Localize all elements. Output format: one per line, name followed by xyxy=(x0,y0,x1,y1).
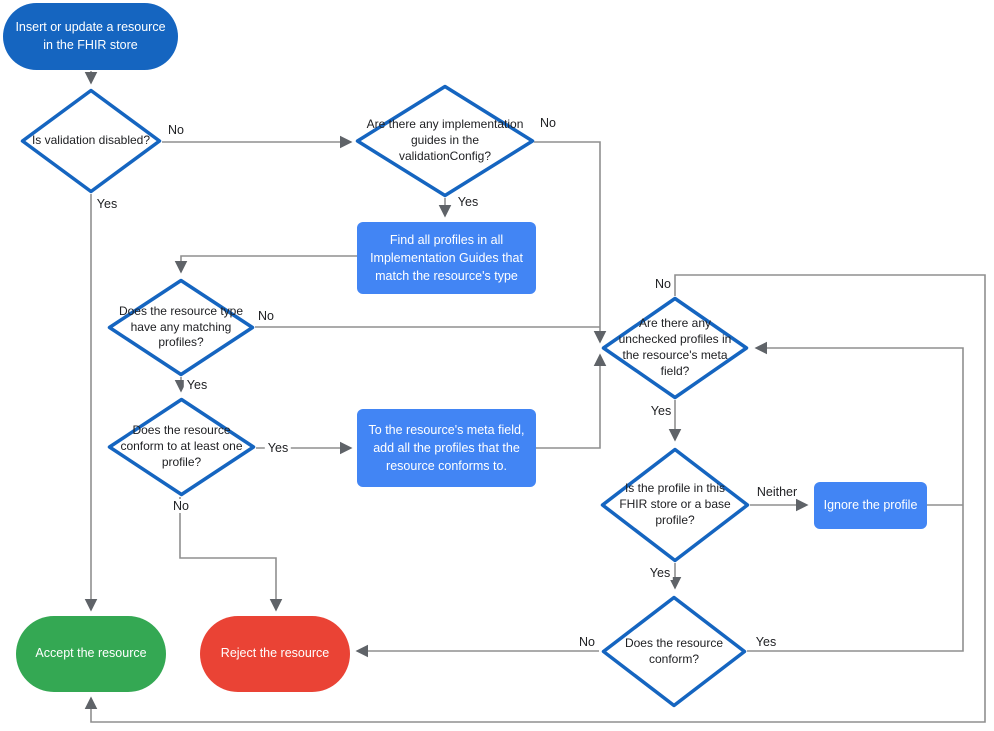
node-reject: Reject the resource xyxy=(200,616,350,692)
edge-guides-no-to-unchecked xyxy=(534,141,607,344)
edge-label-validation-no: No xyxy=(165,123,187,137)
node-implementation-guides: Are there any implementation guides in t… xyxy=(355,84,535,198)
node-is-validation-disabled-label: Is validation disabled? xyxy=(31,133,151,148)
edge-label-profile-yes: Yes xyxy=(646,566,674,580)
node-conforms-to-one-profile: Does the resource conform to at least on… xyxy=(107,397,256,497)
edge-label-profile-neither: Neither xyxy=(753,485,801,499)
node-accept: Accept the resource xyxy=(16,616,166,692)
edge-label-unchecked-no: No xyxy=(652,277,674,291)
edge-label-matching-yes: Yes xyxy=(183,378,211,392)
edge-label-guides-yes: Yes xyxy=(454,195,482,209)
edge-label-conforms2-no: No xyxy=(576,635,598,649)
node-add-profiles-to-meta: To the resource's meta field, add all th… xyxy=(357,409,536,487)
node-matching-profiles-label: Does the resource type have any matching… xyxy=(118,303,244,350)
node-start: Insert or update a resource in the FHIR … xyxy=(3,3,178,70)
node-does-resource-conform-label: Does the resource conform? xyxy=(624,635,724,666)
node-find-profiles-label: Find all profiles in all Implementation … xyxy=(370,232,523,284)
node-ignore-profile-label: Ignore the profile xyxy=(823,498,918,513)
node-profile-in-store-or-base: Is the profile in this FHIR store or a b… xyxy=(600,447,750,563)
node-accept-label: Accept the resource xyxy=(35,646,147,661)
node-unchecked-profiles-label: Are there any unchecked profiles in the … xyxy=(618,316,732,378)
node-start-label: Insert or update a resource in the FHIR … xyxy=(15,20,166,52)
node-conforms-to-one-profile-label: Does the resource conform to at least on… xyxy=(120,423,243,469)
node-ignore-profile: Ignore the profile xyxy=(814,482,927,529)
edge-label-conforms2-yes: Yes xyxy=(752,635,780,649)
edge-label-unchecked-yes: Yes xyxy=(647,404,675,418)
node-matching-profiles: Does the resource type have any matching… xyxy=(107,278,255,377)
edge-meta-to-unchecked xyxy=(536,353,607,449)
node-does-resource-conform: Does the resource conform? xyxy=(601,595,747,708)
node-is-validation-disabled: Is validation disabled? xyxy=(20,88,162,194)
decision-diamond-shape xyxy=(20,88,162,194)
node-add-profiles-to-meta-label: To the resource's meta field, add all th… xyxy=(368,422,525,474)
edge-label-guides-no: No xyxy=(537,116,559,130)
decision-diamond-shape xyxy=(355,84,535,198)
edge-label-validation-yes: Yes xyxy=(93,197,121,211)
node-implementation-guides-label: Are there any implementation guides in t… xyxy=(366,117,524,163)
node-profile-in-store-or-base-label: Is the profile in this FHIR store or a b… xyxy=(619,481,731,527)
node-reject-label: Reject the resource xyxy=(220,646,330,661)
node-find-profiles: Find all profiles in all Implementation … xyxy=(357,222,536,294)
node-unchecked-profiles: Are there any unchecked profiles in the … xyxy=(601,296,749,400)
edge-conform-no-to-reject xyxy=(179,497,283,612)
edge-findprofiles-to-matching xyxy=(174,255,357,274)
edge-label-matching-no: No xyxy=(255,309,277,323)
edge-label-conform-no: No xyxy=(170,499,192,513)
edge-label-conform-yes: Yes xyxy=(264,441,292,455)
